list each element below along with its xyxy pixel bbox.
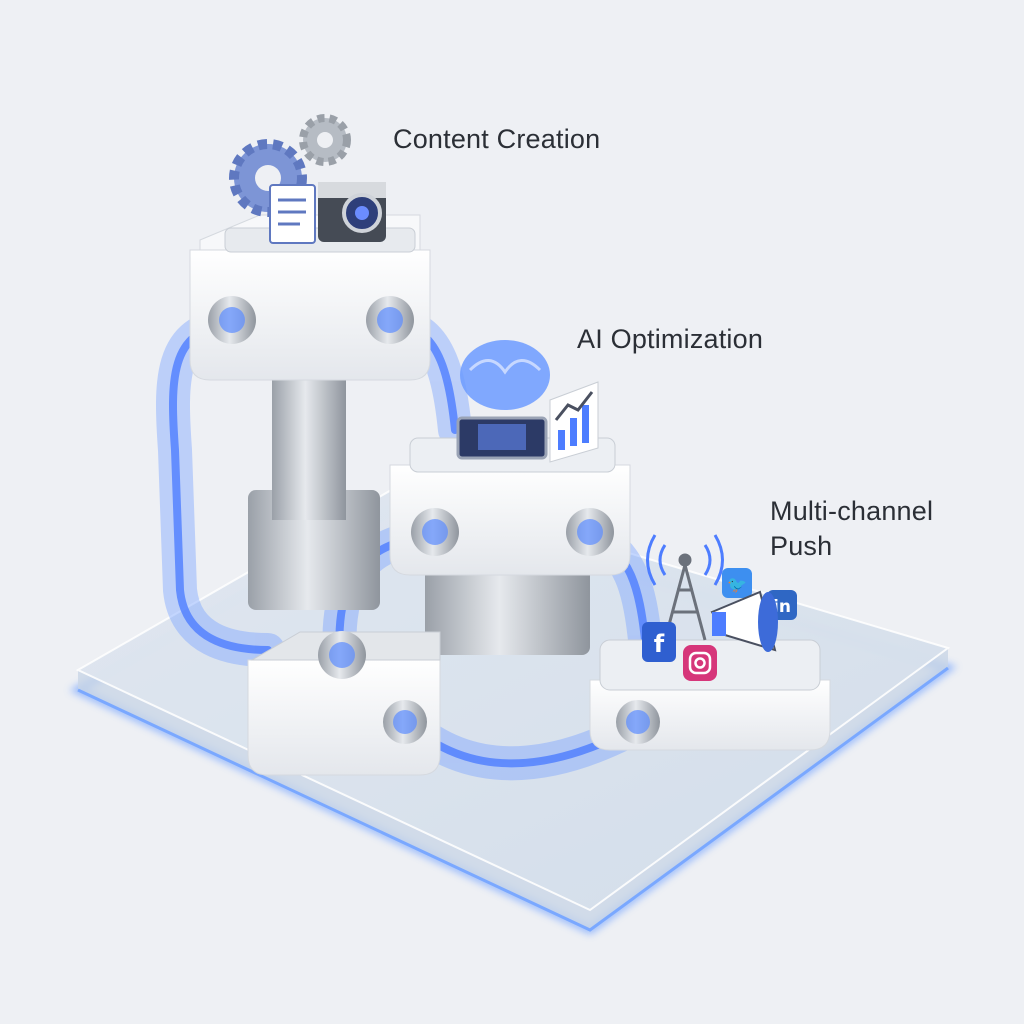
svg-text:f: f — [654, 630, 665, 658]
label-multichannel-line2: Push — [770, 531, 833, 561]
label-ai-optimization: AI Optimization — [577, 324, 764, 354]
chip-icon — [456, 416, 548, 460]
ai-optimization-block — [389, 437, 631, 655]
brain-icon — [460, 340, 550, 410]
svg-text:in: in — [773, 597, 791, 617]
facebook-icon: f — [642, 622, 676, 662]
megaphone-icon — [710, 590, 778, 652]
junction-block — [247, 631, 441, 776]
bar-chart-icon — [549, 381, 599, 463]
camera-icon — [318, 182, 386, 242]
label-multichannel-line1: Multi-channel — [770, 496, 934, 526]
broadcast-tower-icon — [646, 534, 724, 641]
svg-text:🐦: 🐦 — [727, 575, 747, 594]
label-content-creation: Content Creation — [393, 124, 601, 154]
twitter-icon: 🐦 — [722, 568, 752, 598]
instagram-icon — [683, 645, 717, 681]
document-icon — [269, 184, 316, 244]
multichannel-push-block — [589, 639, 831, 751]
